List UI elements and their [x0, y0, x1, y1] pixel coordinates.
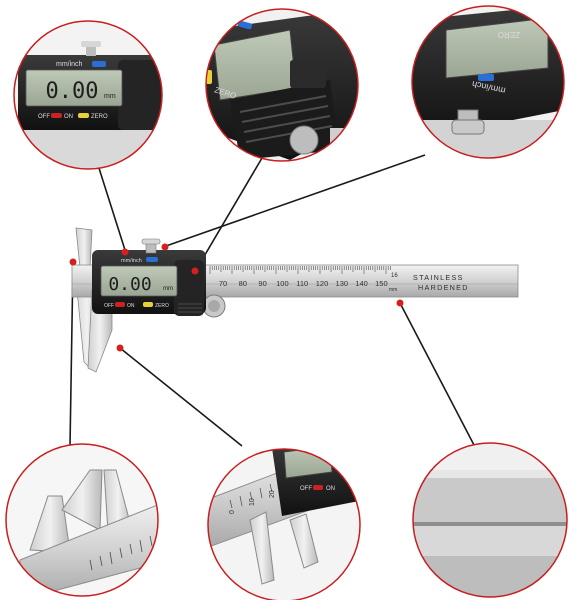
scale-unit-label: mm — [389, 287, 397, 293]
lcd-display — [100, 265, 178, 297]
callout-slider-closeup: OFF ON 0 10 20 — [207, 448, 361, 600]
callout-anchor-dots — [69, 243, 404, 352]
engraving-hardened: HARDENED — [418, 283, 469, 292]
scale-number: 80 — [239, 279, 247, 288]
unit-button — [146, 257, 158, 262]
scale-numbers: 70 80 90 100 110 120 130 140 150 — [219, 279, 388, 288]
zero-label: ZERO — [155, 303, 169, 309]
svg-text:ON: ON — [64, 114, 73, 120]
callout-outline — [205, 8, 359, 162]
scale-number: 100 — [276, 279, 289, 288]
callout-scale-number: 20 — [269, 490, 276, 498]
lcd-unit: mm — [163, 286, 173, 292]
svg-text:ON: ON — [326, 486, 335, 492]
lock-screw — [145, 242, 157, 254]
callout-outline — [207, 448, 361, 600]
off-label: OFF — [104, 303, 114, 309]
power-button — [115, 302, 125, 307]
scale-number: 120 — [316, 279, 329, 288]
svg-text:OFF: OFF — [300, 486, 312, 492]
scale-number: 130 — [336, 279, 349, 288]
svg-text:OFF: OFF — [38, 114, 50, 120]
callout-outline — [13, 20, 163, 170]
callout-outline — [5, 443, 159, 597]
svg-text:mm: mm — [104, 93, 116, 100]
callout-display-closeup: 0.00 mm mm/inch OFF ON ZERO — [13, 20, 163, 170]
callout-outline — [412, 442, 568, 598]
lcd-reading: 0.00 — [108, 274, 151, 295]
callout-scale-number: 10 — [249, 498, 256, 506]
svg-text:ZERO: ZERO — [498, 30, 520, 39]
scale-graduations — [209, 266, 391, 274]
svg-text:ZERO: ZERO — [91, 114, 108, 120]
scale-number: 150 — [375, 279, 388, 288]
engraving-stainless: STAINLESS — [413, 273, 464, 282]
scale-number: 110 — [296, 279, 308, 288]
callout-lock-screw-closeup: ZERO mm/inch — [411, 5, 565, 159]
scale-number: 140 — [355, 279, 368, 288]
callout-scale-number: 0 — [229, 510, 236, 514]
callout-jaws-closeup — [5, 443, 159, 597]
callout-lcd-reading: 0.00 — [46, 79, 99, 104]
scale-number: 90 — [258, 279, 266, 288]
callout-outline — [411, 5, 565, 159]
svg-text:mm/inch: mm/inch — [56, 61, 83, 68]
scale-end-mark: 16 — [391, 273, 398, 279]
digital-caliper: 70 80 90 100 110 120 130 140 150 16 mm STAINLESS… — [71, 227, 519, 373]
scale-number: 70 — [219, 279, 227, 288]
callout-housing-closeup: ZERO — [205, 8, 359, 162]
unit-button-label: mm/inch — [121, 258, 142, 264]
on-label: ON — [127, 303, 135, 309]
callout-beam-closeup — [412, 442, 568, 598]
fixed-upper-jaw — [75, 227, 93, 269]
zero-button — [143, 302, 153, 307]
